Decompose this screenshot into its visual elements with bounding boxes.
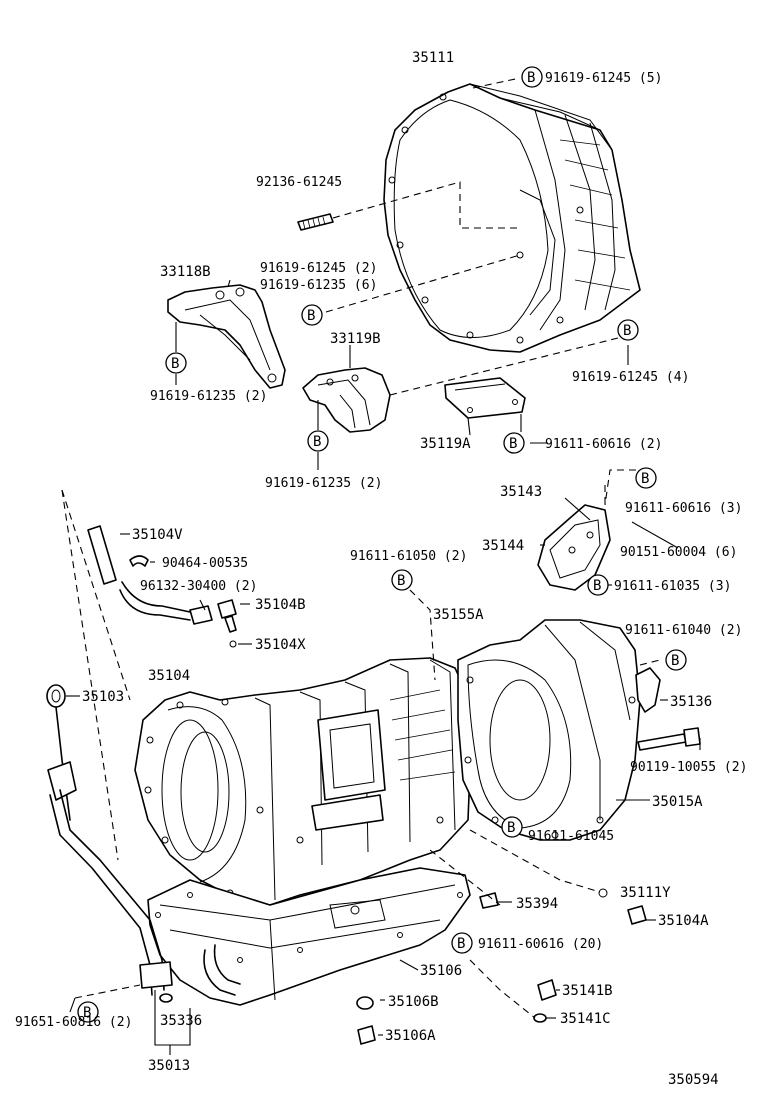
callout-b-8: B (391, 569, 413, 591)
callout-b-5: B (307, 430, 329, 452)
label-35141C: 35141C (560, 1011, 611, 1027)
bolt-90119 (637, 727, 701, 751)
upper-leader-lines (175, 77, 631, 470)
svg-text:B: B (593, 578, 601, 594)
callout-b-7: B (635, 467, 657, 489)
small-parts (159, 888, 647, 1045)
svg-text:B: B (527, 70, 535, 86)
label-91611-61035-3: 91611-61035 (3) (614, 579, 731, 594)
svg-text:B: B (623, 323, 631, 339)
plate-35143-35144 (537, 504, 611, 591)
label-35144: 35144 (482, 538, 524, 554)
extension-housing-35015A (457, 619, 641, 841)
label-91611-61040-2: 91611-61040 (2) (625, 623, 742, 638)
label-35104: 35104 (148, 668, 190, 684)
label-35111: 35111 (412, 50, 454, 66)
label-91619-61235-2-center: 91619-61235 (2) (265, 476, 382, 491)
callout-b-12: B (451, 932, 473, 954)
label-35106A: 35106A (385, 1028, 436, 1044)
cover-35119A (444, 377, 526, 419)
label-35336: 35336 (160, 1013, 202, 1029)
label-35106: 35106 (420, 963, 462, 979)
label-35155A: 35155A (433, 607, 484, 623)
svg-text:B: B (671, 653, 679, 669)
svg-text:B: B (307, 308, 315, 324)
svg-text:B: B (397, 573, 405, 589)
svg-text:B: B (313, 434, 321, 450)
callout-b-10: B (665, 649, 687, 671)
label-33119B: 33119B (330, 331, 381, 347)
label-90151-60004-6: 90151-60004 (6) (620, 545, 737, 560)
svg-text:B: B (507, 820, 515, 836)
label-91619-61245-2: 91619-61245 (2) (260, 261, 377, 276)
callout-b-2: B (301, 304, 323, 326)
label-35141B: 35141B (562, 983, 613, 999)
svg-text:B: B (457, 936, 465, 952)
dipstick-35103 (46, 684, 241, 996)
callout-b-1: B (521, 66, 543, 88)
label-92136-61245: 92136-61245 (256, 175, 342, 190)
label-35111Y: 35111Y (620, 885, 671, 901)
svg-text:B: B (83, 1005, 91, 1021)
callout-b-9: B (587, 574, 609, 596)
label-35015A: 35015A (652, 794, 703, 810)
label-91611-60616-3: 91611-60616 (3) (625, 501, 742, 516)
label-91619-61245-4: 91619-61245 (4) (572, 370, 689, 385)
label-91611-61045: 91611-61045 (528, 829, 614, 844)
label-35394: 35394 (516, 896, 558, 912)
label-91619-61235-6: 91619-61235 (6) (260, 278, 377, 293)
label-91611-60616-2: 91611-60616 (2) (545, 437, 662, 452)
callout-b-11: B (501, 816, 523, 838)
label-35136: 35136 (670, 694, 712, 710)
oil-pan-35106 (147, 867, 471, 1006)
lower-leader-lines (61, 469, 701, 1055)
stud-92136 (297, 213, 334, 231)
label-35103: 35103 (82, 689, 124, 705)
label-90119-10055-2: 90119-10055 (2) (630, 760, 747, 775)
bell-housing-35111 (383, 83, 641, 353)
part-labels: 35111 91619-61245 (5) 92136-61245 33118B… (15, 50, 747, 1088)
svg-text:B: B (641, 471, 649, 487)
label-35013: 35013 (148, 1058, 190, 1074)
label-96132-30400-2: 96132-30400 (2) (140, 579, 257, 594)
label-91619-61245-5: 91619-61245 (5) (545, 71, 662, 86)
label-91619-61235-2-left: 91619-61235 (2) (150, 389, 267, 404)
svg-text:B: B (509, 436, 517, 452)
label-35104A: 35104A (658, 913, 709, 929)
callout-b-6: B (503, 432, 525, 454)
label-90464-00535: 90464-00535 (162, 556, 248, 571)
label-91611-60616-20: 91611-60616 (20) (478, 937, 603, 952)
label-35104B: 35104B (255, 597, 306, 613)
callout-b-3: B (617, 319, 639, 341)
bracket-33118B (167, 284, 286, 389)
callout-b-13: B (77, 1001, 99, 1023)
label-35106B: 35106B (388, 994, 439, 1010)
label-91611-61050-2: 91611-61050 (2) (350, 549, 467, 564)
label-35119A: 35119A (420, 436, 471, 452)
svg-text:B: B (171, 356, 179, 372)
label-35104X: 35104X (255, 637, 306, 653)
diagram-number: 350594 (668, 1072, 719, 1088)
hose-35104V (87, 525, 237, 648)
label-35143: 35143 (500, 484, 542, 500)
callout-b-4: B (165, 352, 187, 374)
label-35104V: 35104V (132, 527, 183, 543)
label-33118B: 33118B (160, 264, 211, 280)
bracket-33119B (302, 367, 391, 433)
bracket-35136 (635, 667, 661, 713)
label-91651-60816-2: 91651-60816 (2) (15, 1015, 132, 1030)
